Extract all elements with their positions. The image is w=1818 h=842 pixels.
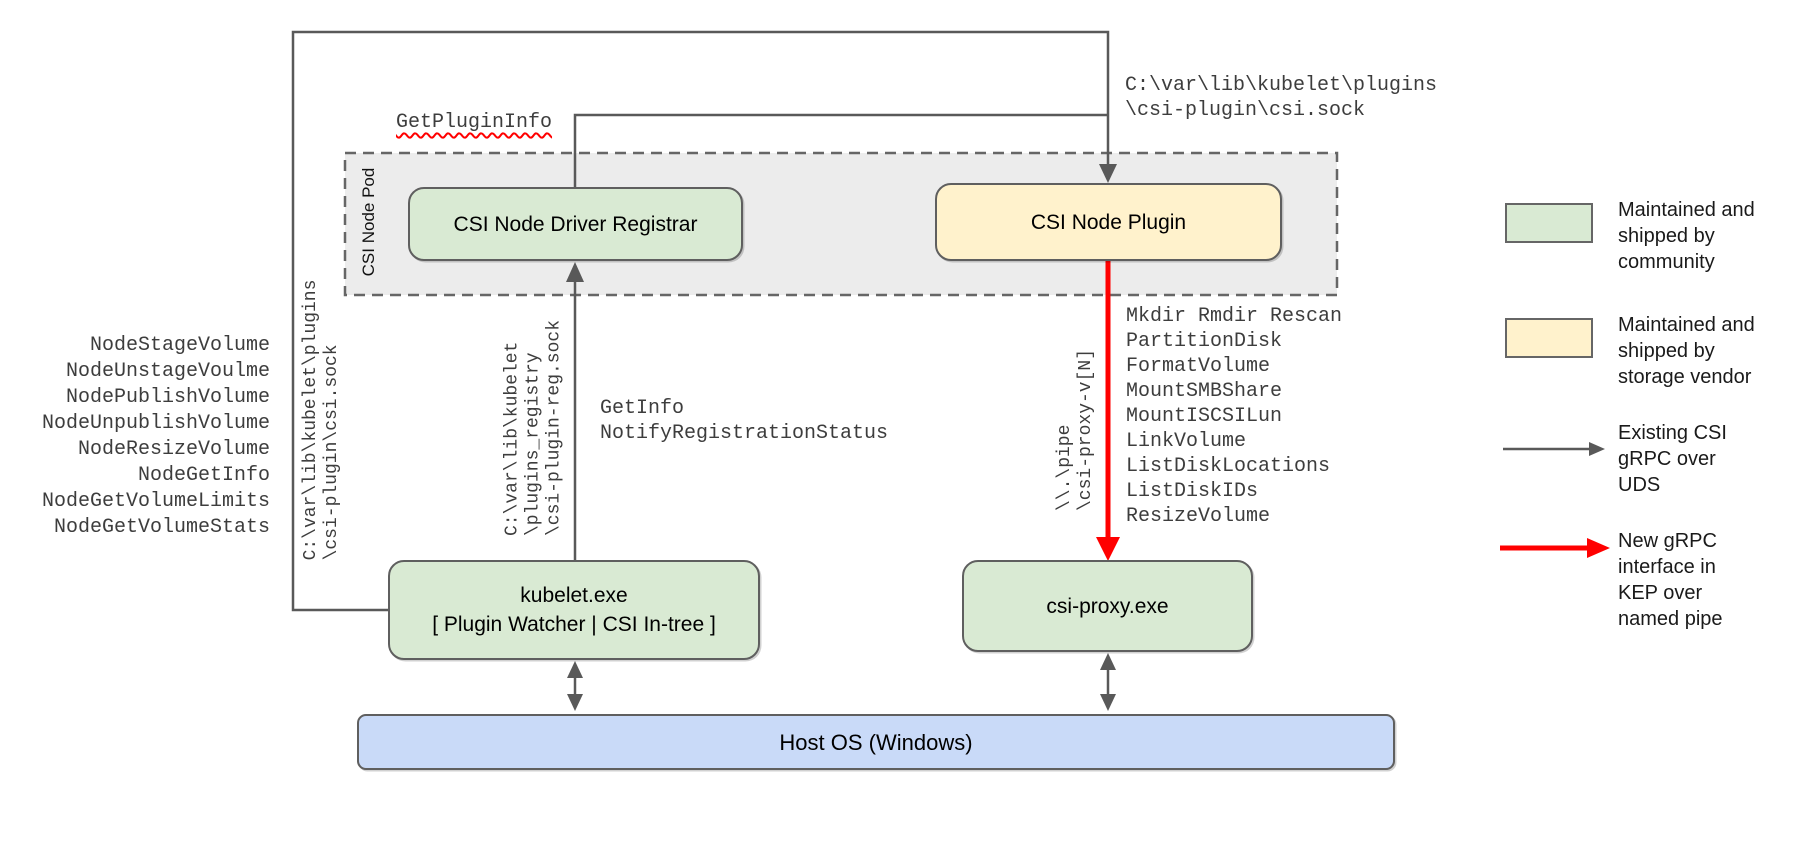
arrowhead-registrar-up [566, 262, 584, 282]
legend-vendor-swatch [1505, 318, 1593, 358]
legend-vendor-label: Maintained and shipped by storage vendor [1618, 314, 1755, 388]
csi-node-pod-label: CSI Node Pod [359, 167, 378, 277]
legend-community-label: Maintained and shipped by community [1618, 199, 1755, 273]
arrowhead-hostos-down-right [1100, 694, 1116, 711]
csi-node-plugin-label: CSI Node Plugin [1030, 210, 1187, 234]
csi-proxy-label: csi-proxy.exe [1046, 594, 1169, 618]
edge-getplugininfo [573, 113, 1108, 187]
host-os-box: Host OS (Windows) [357, 714, 1395, 770]
edge-kubelet-to-plugin-uds [291, 30, 1110, 612]
legend-pipe-arrow-icon [1500, 538, 1610, 558]
arrowhead-hostos-down-left [567, 694, 583, 711]
legend-pipe-label: New gRPC interface in KEP over named pip… [1618, 530, 1723, 630]
kubelet-label: kubelet.exe [520, 584, 628, 607]
kubelet-box: kubelet.exe [ Plugin Watcher | CSI In-tr… [388, 560, 760, 660]
host-os-label: Host OS (Windows) [779, 729, 973, 755]
arrowhead-csiproxy-red [1096, 537, 1120, 561]
registration-socket-path-label: C:\var\lib\kubelet \plugins_registry \cs… [502, 319, 565, 537]
legend-uds-label: Existing CSI gRPC over UDS [1618, 422, 1727, 496]
arrowhead-kubelet-up [567, 661, 583, 678]
getplugininfo-label: GetPluginInfo [396, 111, 553, 134]
csi-sock-path-top-label: C:\var\lib\kubelet\plugins \csi-plugin\c… [1125, 74, 1438, 122]
csi-node-plugin-box: CSI Node Plugin [935, 183, 1282, 261]
csi-proxy-methods-list: Mkdir Rmdir Rescan PartitionDisk FormatV… [1126, 305, 1343, 528]
csi-sock-path-left-label: C:\var\lib\kubelet\plugins \csi-plugin\c… [301, 279, 342, 561]
csi-node-driver-registrar-box: CSI Node Driver Registrar [408, 187, 743, 261]
kubelet-subsystems-label: [ Plugin Watcher | CSI In-tree ] [432, 613, 716, 636]
named-pipe-path-label: \\.\pipe \csi-proxy-v[N] [1055, 348, 1096, 512]
legend-uds-arrow-icon [1503, 442, 1605, 456]
arrowhead-plugin-down [1099, 164, 1117, 183]
csi-proxy-box: csi-proxy.exe [962, 560, 1253, 652]
legend-community-swatch [1505, 203, 1593, 243]
node-rpc-methods-list: NodeStageVolume NodeUnstageVoulme NodePu… [41, 334, 270, 539]
registration-methods-list: GetInfo NotifyRegistrationStatus [600, 397, 889, 445]
arrowhead-csiproxy-up [1100, 653, 1116, 670]
csi-node-driver-registrar-label: CSI Node Driver Registrar [453, 212, 698, 236]
